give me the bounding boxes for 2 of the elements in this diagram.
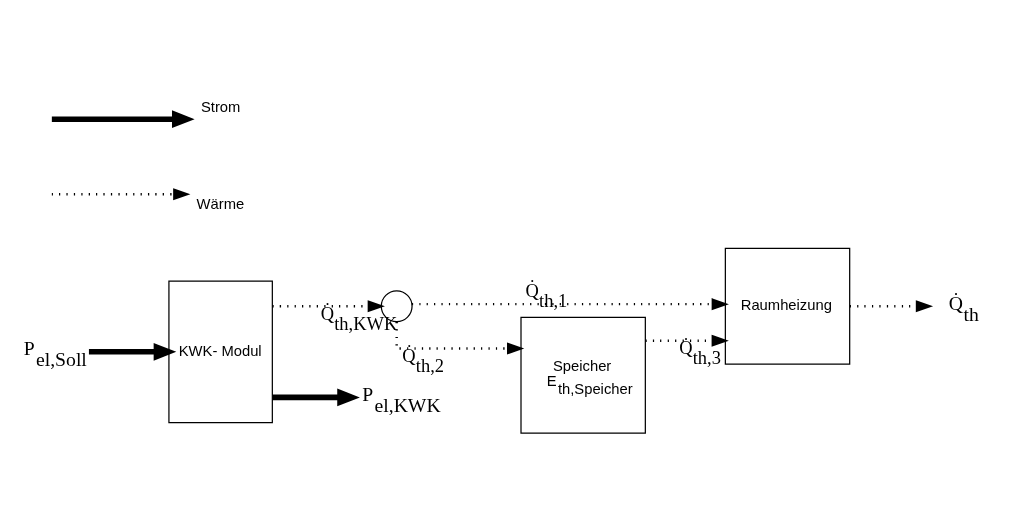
legend-label: Strom (200, 98, 241, 115)
legend-label: Wärme (196, 195, 245, 212)
